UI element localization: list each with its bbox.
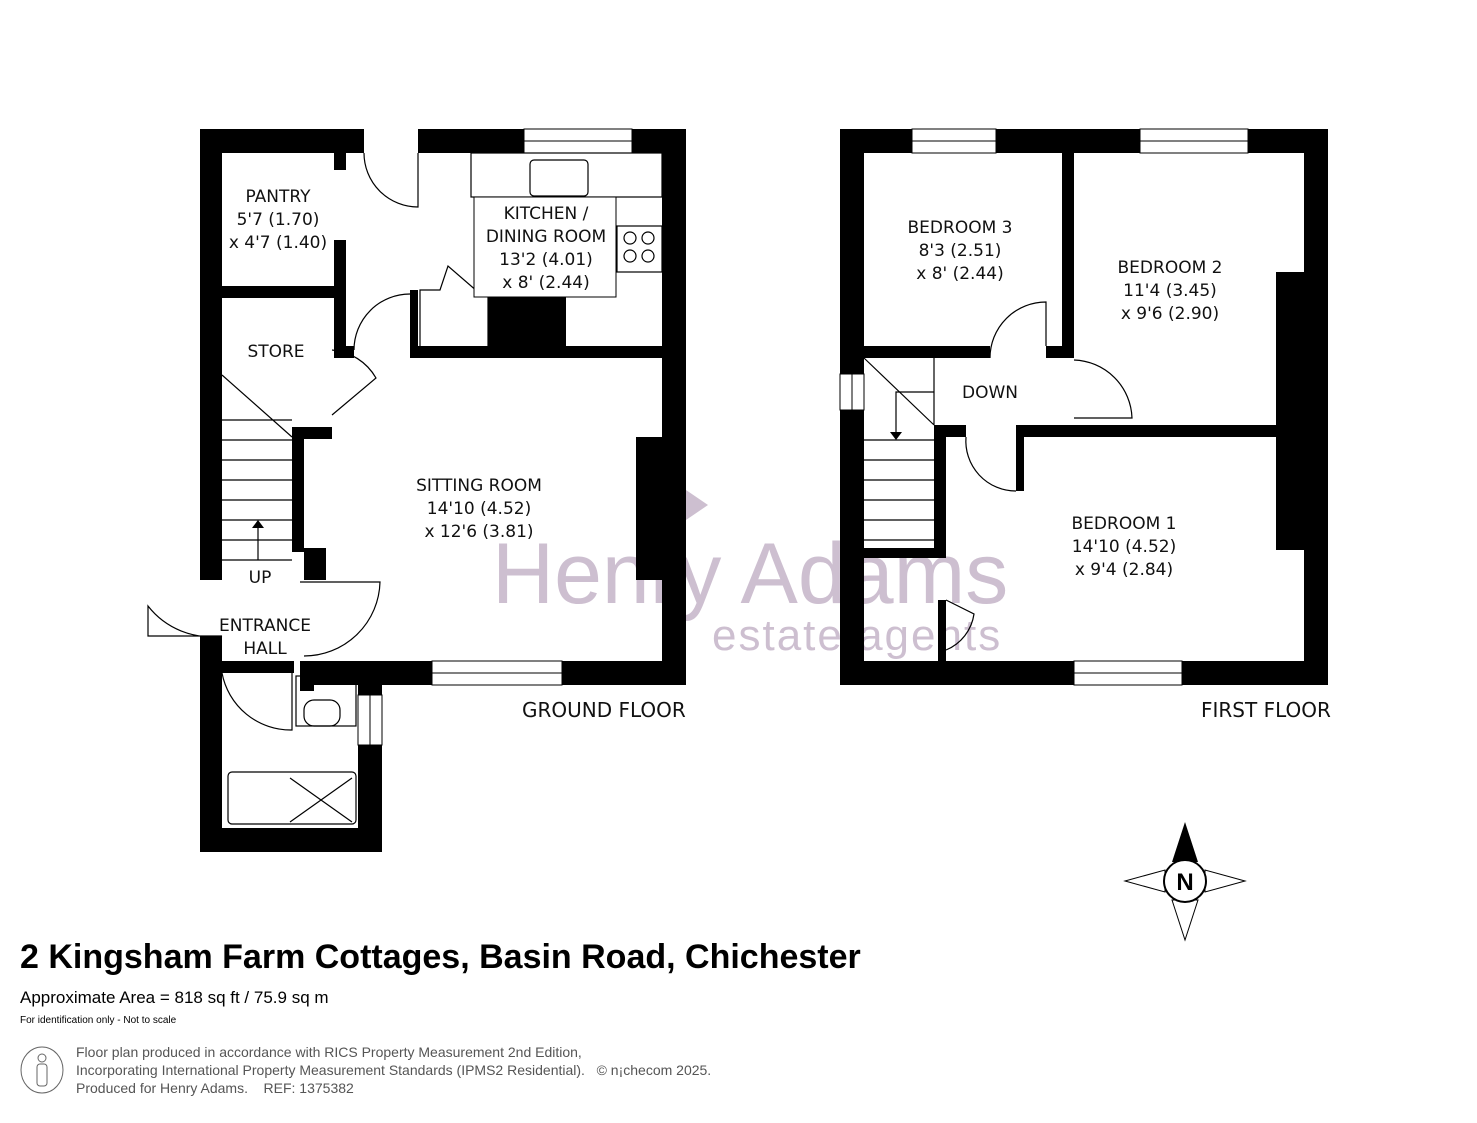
credit-line-3: Produced for Henry Adams. REF: 1375382: [76, 1080, 354, 1096]
room-name-entrance-2: HALL: [243, 639, 287, 659]
room-name-pantry: PANTRY: [245, 187, 311, 207]
room-dim: x 8' (2.44): [916, 264, 1003, 284]
room-name-kitchen: KITCHEN /: [504, 204, 589, 224]
room-dim: 14'10 (4.52): [1072, 537, 1176, 557]
first-floor-walls: [840, 129, 1328, 685]
ground-floor-label: GROUND FLOOR: [522, 698, 686, 722]
copyright: © n¡checom 2025.: [596, 1062, 712, 1078]
first-floor-fixtures: [863, 301, 1133, 651]
person-icon: [20, 1046, 64, 1094]
first-floor-windows: [839, 128, 1249, 686]
stairs-down-label: DOWN: [962, 383, 1018, 403]
watermark-line1: Henry Adams: [492, 526, 1008, 622]
credit-line-1: Floor plan produced in accordance with R…: [76, 1044, 582, 1060]
approximate-area: Approximate Area = 818 sq ft / 75.9 sq m: [20, 988, 329, 1007]
room-name-store: STORE: [247, 342, 304, 362]
room-name-bedroom1: BEDROOM 1: [1072, 514, 1177, 534]
first-floor-label: FIRST FLOOR: [1201, 698, 1331, 722]
room-dim: x 4'7 (1.40): [229, 233, 327, 253]
room-dim: 14'10 (4.52): [427, 499, 531, 519]
compass-icon: N: [1123, 822, 1247, 942]
room-dim: 13'2 (4.01): [499, 250, 593, 270]
room-name-entrance: ENTRANCE: [219, 616, 311, 636]
room-dim: 11'4 (3.45): [1123, 281, 1217, 301]
compass-label: N: [1176, 869, 1193, 896]
room-name-bedroom3: BEDROOM 3: [908, 218, 1013, 238]
credit-line-2: Incorporating International Property Mea…: [76, 1062, 585, 1078]
room-dim: x 9'4 (2.84): [1075, 560, 1173, 580]
room-dim: 8'3 (2.51): [919, 241, 1002, 261]
first-floor-labels: BEDROOM 3 8'3 (2.51) x 8' (2.44) BEDROOM…: [908, 218, 1331, 722]
room-dim: x 9'6 (2.90): [1121, 304, 1219, 324]
stairs-up-label: UP: [249, 568, 272, 588]
room-dim: 5'7 (1.70): [237, 210, 320, 230]
scale-note: For identification only - Not to scale: [20, 1015, 177, 1026]
property-title: 2 Kingsham Farm Cottages, Basin Road, Ch…: [20, 938, 861, 976]
watermark: Henry Adams estate agents: [492, 490, 1008, 660]
room-name-kitchen-2: DINING ROOM: [486, 227, 606, 247]
room-dim: x 12'6 (3.81): [424, 522, 533, 542]
ground-floor-labels: PANTRY 5'7 (1.70) x 4'7 (1.40) KITCHEN /…: [219, 187, 686, 722]
room-name-sitting: SITTING ROOM: [416, 476, 542, 496]
ground-floor-windows: [357, 128, 633, 746]
credits: Floor plan produced in accordance with R…: [76, 1043, 711, 1097]
room-name-bedroom2: BEDROOM 2: [1118, 258, 1223, 278]
room-dim: x 8' (2.44): [502, 273, 589, 293]
